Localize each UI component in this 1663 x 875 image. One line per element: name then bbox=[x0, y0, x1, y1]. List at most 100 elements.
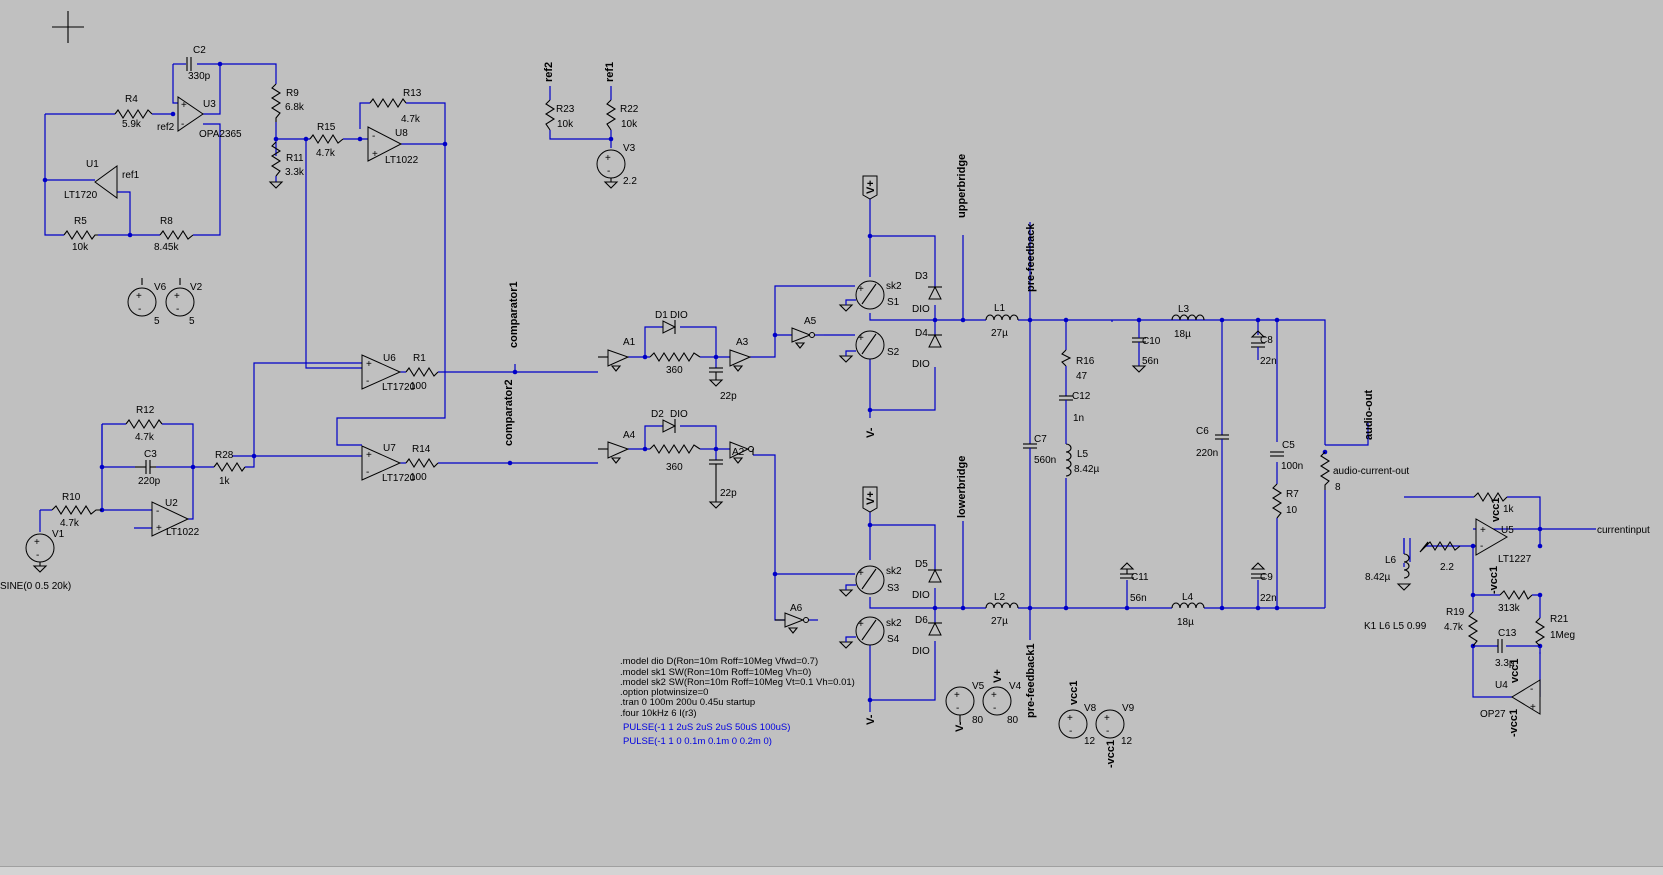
pulse-source-1[interactable]: PULSE(-1 1 2uS 2uS 2uS 50uS 100uS) bbox=[623, 722, 790, 733]
directive-tran[interactable]: .tran 0 100m 200u 0.45u startup bbox=[620, 697, 755, 708]
resistor-r21[interactable]: R21 1Meg bbox=[1534, 614, 1575, 647]
voltage-source-v9[interactable]: +- V9 12 -vcc1 bbox=[1095, 703, 1135, 768]
d1-label: D1 bbox=[655, 310, 668, 321]
r13-label: R13 bbox=[403, 88, 422, 99]
voltage-source-v8[interactable]: +- V8 12 vcc1 bbox=[1058, 681, 1097, 747]
capacitor-c3[interactable]: C3 220p bbox=[135, 449, 161, 487]
voltage-source-v6[interactable]: +- V6 5 bbox=[127, 278, 167, 327]
pulse-source-2[interactable]: PULSE(-1 1 0 0.1m 0.1m 0 0.2m 0) bbox=[623, 736, 772, 747]
svg-text:V+: V+ bbox=[865, 491, 877, 505]
directive-option[interactable]: .option plotwinsize=0 bbox=[620, 687, 708, 698]
directive-model-sk2[interactable]: .model sk2 SW(Ron=10m Roff=10Meg Vt=0.1 … bbox=[620, 677, 855, 688]
opamp-u8[interactable]: -+ U8 LT1022 bbox=[367, 126, 419, 166]
directive-model-sk1[interactable]: .model sk1 SW(Ron=10m Roff=10Meg Vh=0) bbox=[620, 667, 811, 678]
capacitor-c9[interactable]: C9 22n bbox=[1250, 562, 1277, 604]
resistor-r13[interactable]: R13 4.7k bbox=[369, 88, 422, 125]
resistor-l6-sense[interactable]: 2.2 bbox=[1419, 540, 1461, 573]
r-fb-value: 1k bbox=[1503, 504, 1515, 515]
voltage-source-v4[interactable]: +- V4 80 V+ bbox=[982, 669, 1022, 726]
resistor-feedback-1k[interactable]: 1k bbox=[1473, 491, 1515, 515]
spice-directives[interactable]: .model dio D(Ron=10m Roff=10Meg Vfwd=0.7… bbox=[620, 656, 855, 747]
switch-s3[interactable]: + sk2 S3 bbox=[838, 565, 902, 597]
comparator-u1[interactable]: ref1 U1 LT1720 bbox=[64, 159, 140, 201]
resistor-load[interactable]: audio-current-out 8 bbox=[1319, 451, 1409, 493]
capacitor-c6[interactable]: C6 220n bbox=[1196, 426, 1229, 459]
opamp-u5[interactable]: +- U5 LT1227 vcc1 -vcc1 bbox=[1475, 498, 1532, 594]
inductor-l2[interactable]: L2 27µ bbox=[985, 592, 1019, 627]
resistor-r9[interactable]: R9 6.8k bbox=[270, 83, 305, 122]
c5-label: C5 bbox=[1282, 440, 1295, 451]
opamp-u4[interactable]: -+ U4 OP27 vcc1 -vcc1 bbox=[1480, 659, 1541, 737]
resistor-r1[interactable]: R1 100 bbox=[405, 353, 439, 392]
resistor-r4[interactable]: R4 5.9k bbox=[114, 94, 153, 130]
resistor-r15[interactable]: R15 4.7k bbox=[309, 122, 344, 159]
v8-label: V8 bbox=[1084, 703, 1097, 714]
diode-d4[interactable]: D4 DIO bbox=[912, 328, 942, 370]
inductor-l4[interactable]: L4 18µ bbox=[1171, 592, 1205, 628]
resistor-r14[interactable]: R14 100 bbox=[405, 444, 439, 483]
resistor-r23[interactable]: R23 10k bbox=[544, 99, 575, 131]
capacitor-c5[interactable]: C5 100n bbox=[1270, 440, 1303, 472]
resistor-r19[interactable]: R19 4.7k bbox=[1444, 607, 1479, 647]
resistor-d2r[interactable]: 360 bbox=[649, 443, 701, 473]
resistor-r22[interactable]: R22 10k bbox=[605, 99, 639, 131]
capacitor-c13[interactable]: C13 3.3µ bbox=[1495, 628, 1517, 669]
diode-d2[interactable]: D2 DIO bbox=[651, 409, 688, 433]
capacitor-c7[interactable]: C7 560n bbox=[1023, 434, 1056, 466]
inverter-a2[interactable]: A2 bbox=[729, 441, 754, 464]
resistor-r28[interactable]: R28 1k bbox=[213, 450, 246, 487]
svg-text:-: - bbox=[1069, 726, 1072, 737]
resistor-r16[interactable]: R16 47 bbox=[1061, 349, 1095, 382]
net-comparator1: comparator1 bbox=[508, 281, 520, 348]
capacitor-c2[interactable]: C2 330p bbox=[186, 45, 211, 82]
comparator-u6[interactable]: +- U6 LT1720 bbox=[361, 353, 416, 393]
capacitor-a2-filter[interactable]: 22p bbox=[708, 459, 737, 509]
l5-value: 8.42µ bbox=[1074, 464, 1099, 475]
inductor-l3[interactable]: L3 18µ bbox=[1171, 304, 1205, 340]
inverter-a6[interactable]: A6 bbox=[775, 603, 809, 634]
resistor-r7[interactable]: R7 10 bbox=[1271, 483, 1299, 519]
voltage-source-v3[interactable]: +- V3 2.2 bbox=[596, 143, 637, 189]
directive-model-dio[interactable]: .model dio D(Ron=10m Roff=10Meg Vfwd=0.7… bbox=[620, 656, 818, 667]
resistor-r11[interactable]: R11 3.3k bbox=[268, 141, 305, 189]
resistor-r10[interactable]: R10 4.7k bbox=[51, 492, 102, 529]
voltage-source-v2[interactable]: +- V2 5 bbox=[165, 278, 203, 327]
inductor-l1[interactable]: L1 27µ bbox=[985, 303, 1019, 339]
resistor-d1r[interactable]: 360 bbox=[649, 351, 701, 376]
voltage-source-v1[interactable]: +- V1 SINE(0 0.5 20k) bbox=[0, 529, 71, 592]
svg-text:-: - bbox=[993, 703, 996, 714]
inverter-a5[interactable]: A5 bbox=[791, 316, 817, 349]
resistor-r12[interactable]: R12 4.7k bbox=[125, 405, 163, 443]
capacitor-c8[interactable]: C8 22n bbox=[1250, 330, 1277, 367]
diode-d3[interactable]: D3 DIO bbox=[912, 271, 942, 315]
inductor-l6[interactable]: L6 8.42µ bbox=[1365, 538, 1412, 591]
diode-d6[interactable]: D6 DIO bbox=[912, 615, 942, 657]
directive-four[interactable]: .four 10kHz 6 I(r3) bbox=[620, 708, 697, 719]
capacitor-c11[interactable]: C11 56n bbox=[1119, 562, 1149, 604]
switch-s1[interactable]: + sk2 S1 bbox=[838, 280, 902, 312]
capacitor-c10[interactable]: C10 56n bbox=[1131, 330, 1161, 373]
net-lowerbridge: lowerbridge bbox=[956, 456, 968, 518]
coupling-directive: K1 L6 L5 0.99 bbox=[1364, 621, 1427, 632]
switch-s2[interactable]: + S2 bbox=[838, 330, 900, 363]
inductor-l5[interactable]: L5 8.42µ bbox=[1065, 435, 1099, 477]
svg-text:-: - bbox=[1530, 684, 1533, 695]
switch-s4[interactable]: + sk2 S4 bbox=[838, 616, 902, 649]
capacitor-a3-filter[interactable]: 22p bbox=[708, 367, 737, 402]
capacitor-c12[interactable]: C12 1n bbox=[1059, 391, 1091, 424]
opamp-u2[interactable]: -+ U2 LT1022 bbox=[151, 498, 200, 538]
svg-text:vcc1: vcc1 bbox=[1068, 681, 1080, 705]
resistor-r5[interactable]: R5 10k bbox=[63, 216, 98, 253]
diode-d5[interactable]: D5 DIO bbox=[912, 559, 942, 601]
opamp-u3[interactable]: +- U3 OPA2365 ref2 bbox=[157, 96, 242, 140]
comparator-u7[interactable]: +- U7 LT1720 bbox=[361, 443, 416, 484]
buffer-a3[interactable]: A3 bbox=[729, 337, 752, 372]
resistor-313k[interactable]: 313k bbox=[1498, 589, 1533, 614]
voltage-source-v5[interactable]: +- V5 80 V- bbox=[945, 681, 985, 732]
diode-d1[interactable]: D1 DIO bbox=[655, 310, 688, 334]
v2-label: V2 bbox=[190, 282, 203, 293]
resistor-r8[interactable]: R8 8.45k bbox=[154, 216, 194, 253]
buffer-a1[interactable]: A1 bbox=[598, 337, 636, 372]
buffer-a4[interactable]: A4 bbox=[598, 430, 636, 464]
